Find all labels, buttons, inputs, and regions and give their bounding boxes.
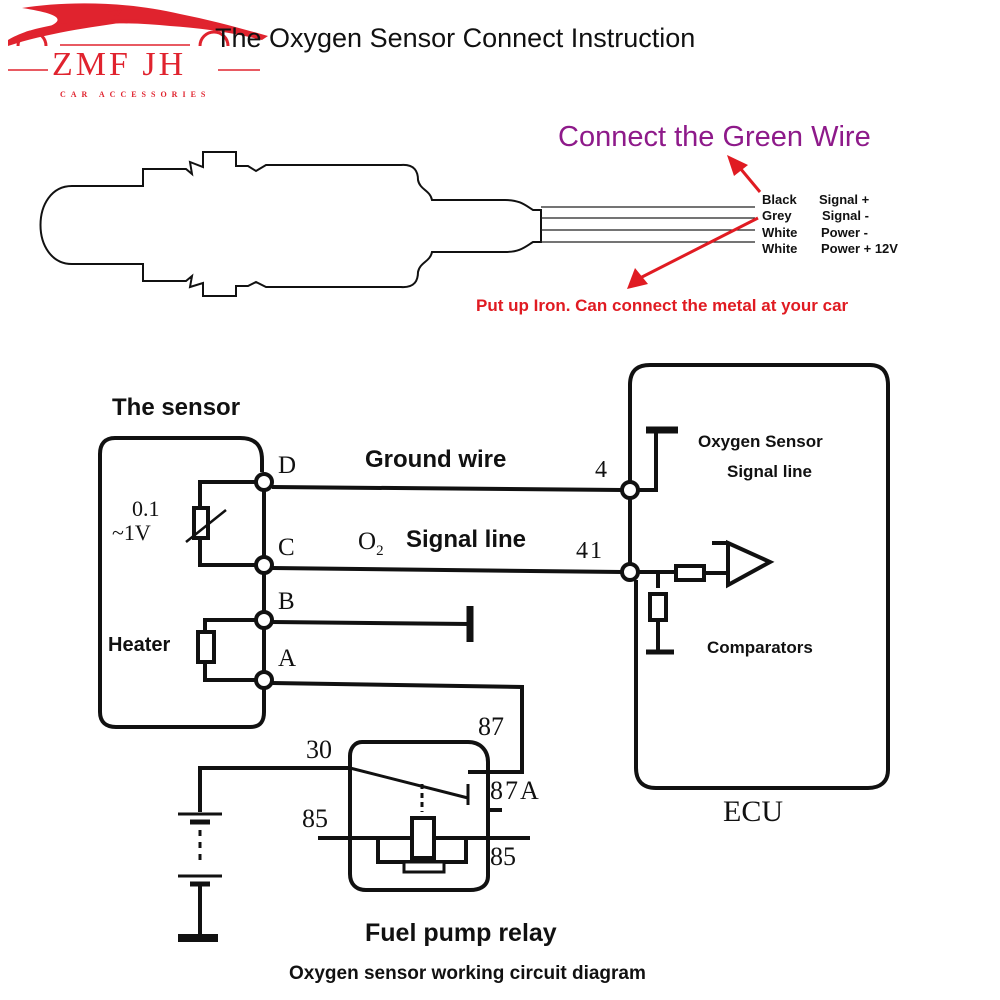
wire-color-black: Black	[762, 192, 797, 207]
iron-note: Put up Iron. Can connect the metal at yo…	[476, 296, 849, 315]
wire-function-signal-minus: Signal -	[822, 208, 869, 223]
ecu-pin-terminals	[620, 480, 640, 582]
signal-line-label: Signal line	[406, 526, 527, 553]
wire-color-grey: Grey	[762, 208, 792, 223]
o2-symbol: O	[358, 528, 377, 555]
o2-label: O2	[358, 528, 384, 560]
fuel-pump-relay	[198, 740, 530, 892]
arrow-to-green-note-icon	[727, 155, 762, 193]
pin-c-label: C	[278, 534, 295, 561]
wire-color-white-1: White	[762, 225, 798, 240]
wire-color-white-2: White	[762, 241, 798, 256]
ecu-note-line1: Oxygen Sensor	[698, 432, 823, 451]
logo-gear-icon	[16, 30, 230, 47]
ecu-pin-4-label: 4	[595, 457, 607, 483]
voltage-label-bottom: ~1V	[112, 520, 151, 545]
page-title: The Oxygen Sensor Connect Instruction	[215, 23, 696, 53]
oxygen-sensor-outline	[39, 151, 542, 297]
logo-rules	[8, 44, 260, 71]
green-wire-note: Connect the Green Wire	[558, 121, 871, 153]
o2-subscript: 2	[376, 543, 384, 559]
ecu-note-line2: Signal line	[727, 462, 813, 481]
sensor-pin-terminals	[254, 472, 274, 690]
diagram-caption: Oxygen sensor working circuit diagram	[289, 963, 646, 984]
relay-pin-87a: 87A	[490, 776, 541, 805]
relay-pin-85-right: 85	[490, 842, 516, 871]
logo-tagline: CAR ACCESSORIES	[60, 90, 211, 99]
relay-label: Fuel pump relay	[365, 919, 557, 947]
ecu-box	[628, 363, 890, 790]
sensor-box	[98, 436, 266, 729]
wire-function-power-minus: Power -	[821, 225, 868, 240]
pin-a-label: A	[278, 645, 297, 672]
circuit-wires	[271, 485, 623, 774]
ecu-label: ECU	[723, 795, 783, 828]
battery-icon	[178, 772, 222, 942]
sensor-wires	[541, 206, 755, 243]
heater-label: Heater	[108, 634, 171, 656]
relay-pin-85-left: 85	[302, 804, 328, 833]
voltage-label-top: 0.1	[132, 496, 160, 521]
ecu-pin-41-label: 41	[576, 538, 604, 564]
wire-function-signal-plus: Signal +	[819, 192, 870, 207]
wire-function-power-plus: Power + 12V	[821, 241, 898, 256]
sensor-title: The sensor	[112, 394, 241, 421]
ground-wire-label: Ground wire	[365, 446, 507, 473]
relay-pin-30: 30	[306, 735, 332, 764]
comparators-label: Comparators	[707, 638, 813, 657]
pin-b-label: B	[278, 588, 295, 615]
pin-d-label: D	[278, 452, 297, 479]
arrow-to-iron-note-icon	[627, 216, 759, 289]
relay-pin-87: 87	[478, 712, 504, 741]
logo-brand: ZMF JH	[52, 46, 187, 83]
